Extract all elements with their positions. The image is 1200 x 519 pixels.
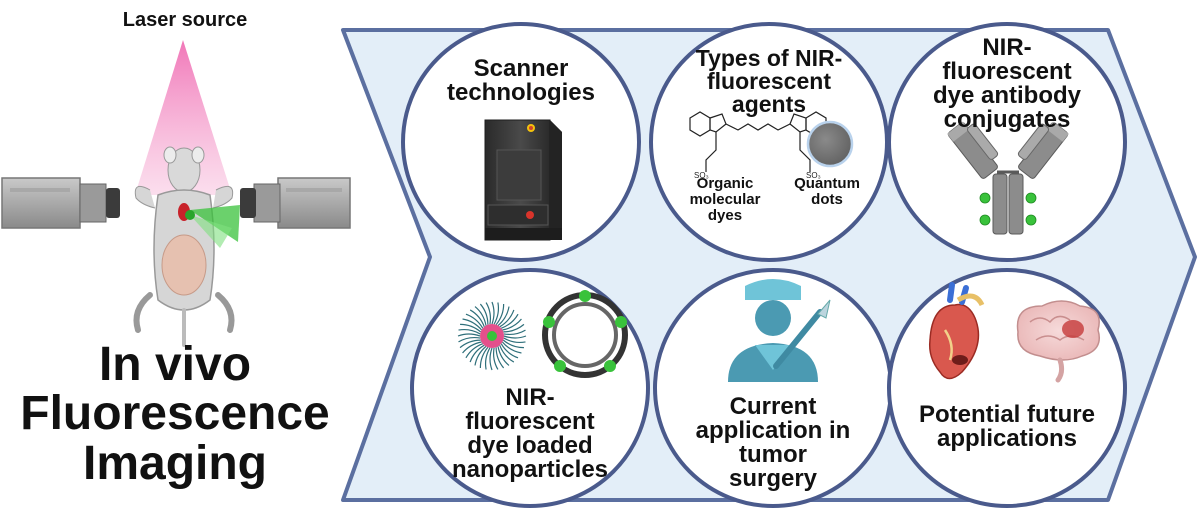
circle-antibody <box>887 22 1127 262</box>
label-line: Quantum <box>794 175 860 192</box>
micelle-tail <box>474 345 487 366</box>
heart-icon <box>928 282 985 380</box>
main-title: In vivo Fluorescence Imaging <box>10 338 340 490</box>
micelle-tail <box>503 329 526 336</box>
micelle-tail <box>465 313 484 329</box>
title-line: Potential future <box>918 401 1095 428</box>
title-line: Types of NIR- <box>695 45 843 71</box>
micelle-tail <box>500 343 519 359</box>
camera-icon <box>240 177 351 229</box>
scanner-title: Scanner technologies <box>431 57 611 105</box>
title-line: NIR- <box>505 384 555 411</box>
title-line: dye loaded <box>467 432 593 459</box>
title-line: nanoparticles <box>451 456 609 483</box>
camera-icon <box>1 177 120 229</box>
micelle-tail <box>462 318 483 331</box>
micelle-tail <box>474 306 487 326</box>
organic-dyes-label: Organic molecular dyes <box>680 176 770 223</box>
micelle-tail <box>458 336 481 343</box>
label-line: molecular <box>689 190 761 208</box>
micelle-tail <box>501 341 522 354</box>
title-line: conjugates <box>943 106 1071 133</box>
micelle-tail <box>459 339 481 349</box>
title-line: NIR- <box>982 34 1032 61</box>
micelle-tail <box>495 347 505 369</box>
micelle-icon <box>457 301 527 371</box>
micelle-tail <box>499 344 515 363</box>
title-line: application in <box>695 417 851 444</box>
micelle-tail <box>499 309 515 328</box>
micelle-tail <box>497 306 510 327</box>
title-line: technologies <box>446 79 596 106</box>
quantum-dot-icon <box>806 120 854 168</box>
title-line: tumor <box>739 441 807 468</box>
micelle-tail <box>485 302 492 325</box>
cyanine-dye-icon <box>689 111 827 172</box>
label-line: dyes <box>707 206 743 224</box>
scanner-icon <box>484 119 562 241</box>
micelle-tail <box>502 339 524 349</box>
title-line: fluorescent <box>942 58 1072 85</box>
title-line: Current <box>729 393 817 420</box>
micelle-tail <box>479 303 489 325</box>
micelle-tail <box>500 313 519 329</box>
title-line: Scanner <box>473 55 569 82</box>
micelle-tail <box>492 347 499 370</box>
surgery-title: Current application in tumor surgery <box>683 395 863 491</box>
micelle-tail <box>503 337 526 344</box>
antibody-title: NIR- fluorescent dye antibody conjugates <box>922 36 1092 132</box>
micelle-tail <box>503 323 525 333</box>
laser-source-label: Laser source <box>122 9 248 31</box>
micelle-tail <box>469 344 485 363</box>
micelle-tail <box>458 328 481 335</box>
circle-future <box>887 268 1127 508</box>
nanoparticles-title: NIR- fluorescent dye loaded nanoparticle… <box>440 386 620 482</box>
micelle-tail <box>502 318 522 331</box>
fluorescence-emission-icon <box>185 205 240 248</box>
title-line: dye antibody <box>932 82 1082 109</box>
micelle-tail <box>493 302 500 325</box>
title-line: applications <box>936 425 1078 452</box>
so3-label: SO₃ <box>694 171 709 180</box>
future-title: Potential future applications <box>907 403 1107 451</box>
main-title-line: In vivo <box>98 338 252 391</box>
so3-label: SO₃ <box>806 171 821 180</box>
label-line: dots <box>811 190 843 208</box>
micelle-tail <box>491 301 495 325</box>
liposome-icon <box>542 290 628 378</box>
micelle-tail <box>462 341 482 354</box>
title-line: fluorescent <box>465 408 595 435</box>
micelle-tail <box>503 335 527 339</box>
main-title-line: Imaging <box>82 436 267 490</box>
micelle-tail <box>460 323 482 333</box>
surgeon-icon <box>728 279 818 382</box>
micelle-tail <box>457 333 481 337</box>
title-line: fluorescent <box>707 68 831 94</box>
micelle-dye <box>487 331 497 341</box>
title-line: agents <box>731 91 807 117</box>
quantum-dots-label: Quantum dots <box>782 176 872 208</box>
micelle-tail <box>484 347 491 370</box>
micelle-tail <box>479 346 489 368</box>
laser-cone-icon <box>135 40 232 195</box>
scalpel-icon <box>773 299 831 369</box>
micelle-tail <box>465 343 484 359</box>
micelle-tail <box>497 346 510 366</box>
micelle-tail <box>489 347 493 371</box>
label-line: Organic <box>696 175 754 192</box>
main-title-line: Fluorescence <box>20 387 330 441</box>
agents-title: Types of NIR- fluorescent agents <box>674 47 864 116</box>
title-line: surgery <box>728 465 818 492</box>
antibody-icon <box>947 121 1069 235</box>
brain-icon <box>1016 300 1100 383</box>
micelle-tail <box>495 304 505 326</box>
micelle-tail <box>469 309 485 328</box>
